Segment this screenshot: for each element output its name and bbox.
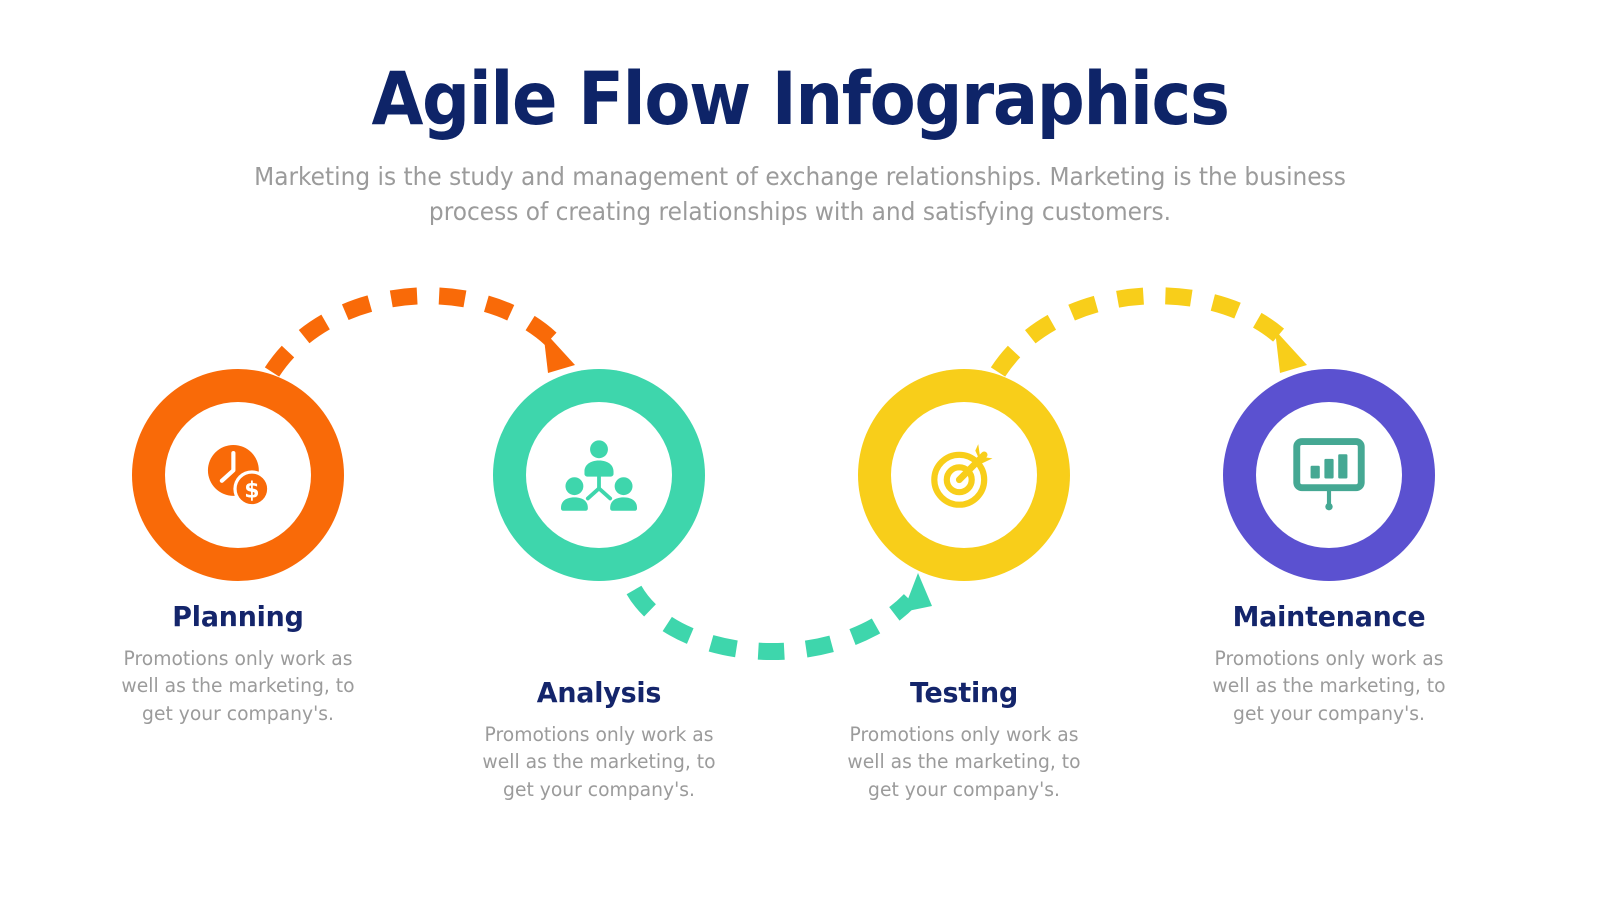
step-maintenance-description: Promotions only work as well as the mark… [1212,646,1446,726]
step-testing-label: Testing [909,676,1019,709]
step-maintenance-icon-well [1256,402,1402,548]
step-planning-label: Planning [172,600,304,633]
clock-dollar-icon: $ [207,444,271,508]
step-planning-caption: Planning Promotions only work as well as… [78,600,398,728]
step-planning-ring[interactable]: $ [132,369,344,581]
page-subtitle: Marketing is the study and management of… [254,161,1346,227]
step-planning-icon-well: $ [165,402,311,548]
step-testing-caption: Testing Promotions only work as well as … [804,676,1124,804]
step-analysis-ring[interactable] [493,369,705,581]
target-arrow-icon [931,444,993,508]
svg-text:$: $ [244,479,259,504]
step-testing-ring[interactable] [858,369,1070,581]
step-analysis-caption: Analysis Promotions only work as well as… [439,676,759,804]
step-testing-icon-well [891,402,1037,548]
connector-planning-to-analysis [264,287,575,377]
step-maintenance-caption: Maintenance Promotions only work as well… [1169,600,1489,728]
step-analysis-icon-well [526,402,672,548]
step-maintenance-ring[interactable] [1223,369,1435,581]
step-maintenance-label: Maintenance [1232,600,1426,633]
step-planning-description: Promotions only work as well as the mark… [121,646,355,726]
presentation-chart-icon [1293,438,1365,511]
connector-analysis-to-testing [626,573,932,661]
step-testing-description: Promotions only work as well as the mark… [847,722,1081,802]
team-hierarchy-icon [561,440,637,511]
header: Agile Flow Infographics Marketing is the… [0,57,1600,230]
step-analysis-label: Analysis [536,676,662,709]
page-title: Agile Flow Infographics [371,57,1230,142]
step-analysis-description: Promotions only work as well as the mark… [482,722,716,802]
connector-testing-to-maintenance [990,287,1307,377]
